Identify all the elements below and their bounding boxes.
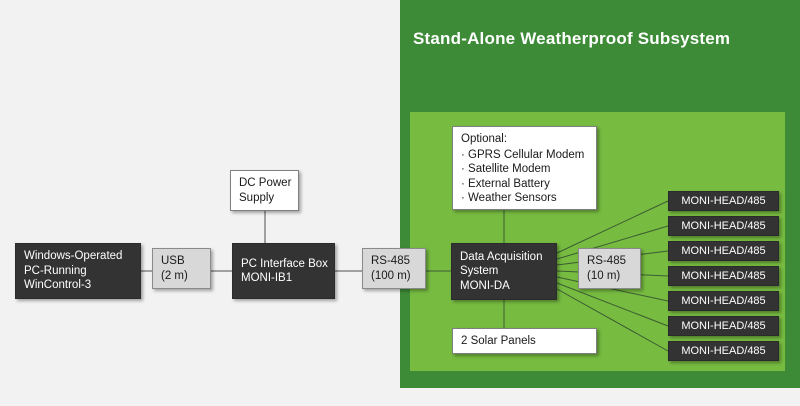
node-solar-panels[interactable]: 2 Solar Panels (452, 328, 597, 354)
node-daq-line1: Data Acquisition (460, 250, 543, 263)
node-pc-interface-box-line1: PC Interface Box (241, 257, 328, 270)
node-daq-line3: MONI-DA (460, 279, 510, 292)
node-data-acquisition-system[interactable]: Data Acquisition System MONI-DA (451, 243, 557, 300)
node-windows-pc[interactable]: Windows-Operated PC-Running WinControl-3 (15, 243, 141, 299)
optional-item-weather-sensors: Weather Sensors (461, 191, 588, 206)
node-daq-line2: System (460, 265, 499, 278)
node-windows-pc-line1: Windows-Operated (24, 250, 123, 263)
node-dc-power-supply-line2: Supply (239, 191, 275, 204)
link-rs485-100m-line1: RS-485 (371, 255, 410, 267)
optional-heading: Optional: (461, 133, 508, 145)
link-usb-line1: USB (161, 255, 185, 267)
link-usb[interactable]: USB (2 m) (152, 248, 211, 289)
link-usb-line2: (2 m) (161, 269, 188, 282)
link-rs485-100m-line2: (100 m) (371, 269, 411, 282)
node-moni-head-4[interactable]: MONI-HEAD/485 (668, 266, 779, 286)
optional-item-external-battery: External Battery (461, 177, 588, 192)
node-moni-head-6[interactable]: MONI-HEAD/485 (668, 316, 779, 336)
link-rs485-10m-line2: (10 m) (587, 269, 621, 282)
optional-item-satellite-modem: Satellite Modem (461, 162, 588, 177)
link-rs485-100m[interactable]: RS-485 (100 m) (362, 248, 426, 289)
node-windows-pc-line2: PC-Running (24, 264, 87, 277)
node-moni-head-2[interactable]: MONI-HEAD/485 (668, 216, 779, 236)
node-moni-head-6-label: MONI-HEAD/485 (681, 319, 766, 332)
node-dc-power-supply-line1: DC Power (239, 177, 292, 189)
page-title: Stand-Alone Weatherproof Subsystem (413, 29, 731, 48)
node-pc-interface-box[interactable]: PC Interface Box MONI-IB1 (232, 243, 335, 299)
node-moni-head-2-label: MONI-HEAD/485 (681, 219, 766, 232)
link-rs485-10m-line1: RS-485 (587, 255, 626, 267)
node-moni-head-7[interactable]: MONI-HEAD/485 (668, 341, 779, 361)
node-moni-head-7-label: MONI-HEAD/485 (681, 344, 766, 357)
node-solar-panels-label: 2 Solar Panels (461, 334, 536, 347)
node-moni-head-3[interactable]: MONI-HEAD/485 (668, 241, 779, 261)
link-rs485-10m[interactable]: RS-485 (10 m) (578, 248, 641, 289)
node-moni-head-5[interactable]: MONI-HEAD/485 (668, 291, 779, 311)
node-moni-head-4-label: MONI-HEAD/485 (681, 269, 766, 282)
node-moni-head-1-label: MONI-HEAD/485 (681, 194, 766, 207)
node-optional-components[interactable]: Optional: GPRS Cellular Modem Satellite … (452, 126, 597, 210)
node-dc-power-supply[interactable]: DC Power Supply (230, 170, 299, 211)
optional-item-gprs-cellular-modem: GPRS Cellular Modem (461, 148, 588, 163)
node-moni-head-3-label: MONI-HEAD/485 (681, 244, 766, 257)
node-pc-interface-box-line2: MONI-IB1 (241, 272, 293, 284)
node-moni-head-1[interactable]: MONI-HEAD/485 (668, 191, 779, 211)
node-windows-pc-line3: WinControl-3 (24, 279, 92, 292)
node-moni-head-5-label: MONI-HEAD/485 (681, 294, 766, 307)
